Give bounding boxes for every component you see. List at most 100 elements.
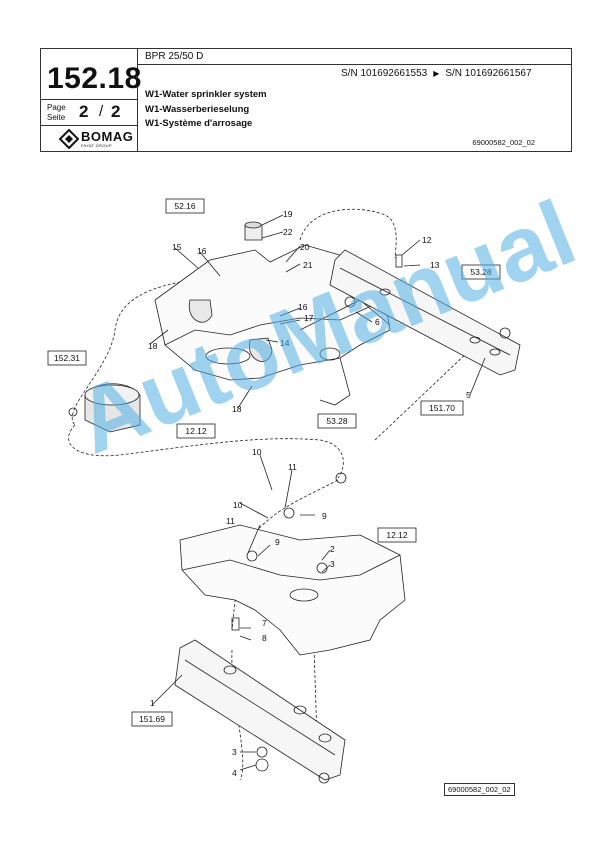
washer [255, 758, 269, 772]
callout: 7 [262, 618, 267, 628]
callout: 8 [262, 633, 267, 643]
fitting [395, 254, 403, 268]
callout: 15 [172, 242, 182, 252]
callout: 1 [150, 698, 155, 708]
page-label: Page Seite [47, 103, 66, 123]
header-rule [41, 125, 137, 126]
nozzle [293, 705, 307, 715]
ref-box-label: 152.31 [54, 353, 80, 363]
hose-line [374, 349, 471, 441]
page-separator: / [99, 103, 104, 120]
ref-box-label: 12.12 [386, 530, 408, 540]
hose-line [319, 439, 344, 479]
connector [335, 472, 347, 484]
diamond-logo-icon [58, 128, 80, 150]
ref-box-label: 53.28 [326, 416, 348, 426]
serial-from: S/N 101692661553 [341, 68, 428, 79]
hose-line [299, 208, 397, 259]
leader-line [149, 214, 486, 771]
serial-to: S/N 101692661567 [445, 68, 532, 79]
valve-cap [244, 221, 262, 229]
callout: 10 [233, 500, 243, 510]
frame-hole [319, 347, 341, 361]
ref-box [461, 264, 501, 280]
ref-box [377, 527, 417, 543]
title-english: W1-Water sprinkler system [145, 89, 267, 100]
spray-bar-upper [329, 249, 521, 376]
document-reference: 69000582_002_02 [472, 138, 535, 147]
frame-hole [289, 588, 319, 602]
nut [256, 746, 268, 758]
connector [283, 507, 295, 519]
callout: 17 [304, 313, 314, 323]
ref-box-label: 151.69 [139, 714, 165, 724]
nozzle [223, 665, 237, 675]
upper-frame-edge [319, 357, 351, 406]
callout: 12 [422, 235, 432, 245]
nozzle [379, 288, 391, 296]
callout: 11 [288, 462, 297, 472]
washer [318, 772, 330, 784]
callout: 16 [298, 302, 308, 312]
nozzle [489, 348, 501, 356]
ref-box [131, 711, 173, 727]
callout: 6 [375, 317, 380, 327]
callout: 22 [283, 227, 293, 237]
callout-numbers: 19 22 12 15 16 20 21 13 16 17 6 18 14 18… [148, 209, 471, 778]
callout: 18 [232, 404, 242, 414]
model-name: BPR 25/50 D [145, 51, 204, 62]
spray-bar-upper-edge [339, 267, 511, 356]
callout: 4 [232, 768, 237, 778]
callout: 10 [252, 447, 262, 457]
section-titles: W1-Water sprinkler system W1-Wasserberie… [145, 88, 267, 132]
callout: 2 [330, 544, 335, 554]
page-label-de: Seite [47, 113, 66, 122]
washer [499, 327, 511, 339]
nozzle [318, 733, 332, 743]
callout: 3 [330, 559, 335, 569]
header-block: BPR 25/50 D S/N 101692661553▶S/N 1016926… [40, 48, 572, 152]
pump-connector [68, 407, 78, 417]
page-current: 2 [79, 102, 89, 121]
header-divider [137, 49, 138, 151]
callout: 13 [430, 260, 440, 270]
ref-box-label: 53.28 [470, 267, 492, 277]
header-rule [137, 64, 571, 65]
nozzle [469, 336, 481, 344]
callout: 16 [197, 246, 207, 256]
spray-bar-lower-edge [184, 659, 336, 756]
spray-bar-lower [174, 639, 346, 781]
document-number: 152.18 [47, 62, 142, 95]
page-total: 2 [111, 102, 121, 121]
upper-frame-edge [164, 299, 386, 346]
ref-box [317, 413, 357, 429]
page-label-en: Page [47, 103, 66, 112]
arrow-right-icon: ▶ [433, 69, 440, 78]
pump-top [84, 384, 140, 406]
callout: 3 [232, 747, 237, 757]
bolt-head [344, 296, 356, 308]
lower-frame [179, 524, 406, 656]
fitting [231, 617, 240, 631]
ref-box [165, 198, 205, 214]
hose-line [68, 424, 321, 457]
ref-box-labels: 52.16 53.28 152.31 12.12 53.28 151.70 15… [54, 201, 492, 724]
damper [248, 337, 273, 362]
damper [188, 299, 213, 323]
frame-hole [205, 347, 251, 365]
callout: 9 [322, 511, 327, 521]
serial-range: S/N 101692661553 ▶ S/N 101692661567 [341, 68, 532, 79]
callout: 5 [466, 390, 471, 400]
ref-box-label: 52.16 [174, 201, 196, 211]
ref-box [47, 350, 87, 366]
callout: 18 [148, 341, 158, 351]
title-french: W1-Système d'arrosage [145, 118, 253, 129]
bomag-logo: BOMAG FAYAT GROUP [58, 128, 134, 150]
connector [246, 550, 258, 562]
logo-wordmark: BOMAG [81, 129, 134, 144]
logo-subtext: FAYAT GROUP [81, 143, 112, 148]
hose-line [231, 479, 339, 631]
ref-box-label: 151.70 [429, 403, 455, 413]
callout: 11 [226, 516, 235, 526]
